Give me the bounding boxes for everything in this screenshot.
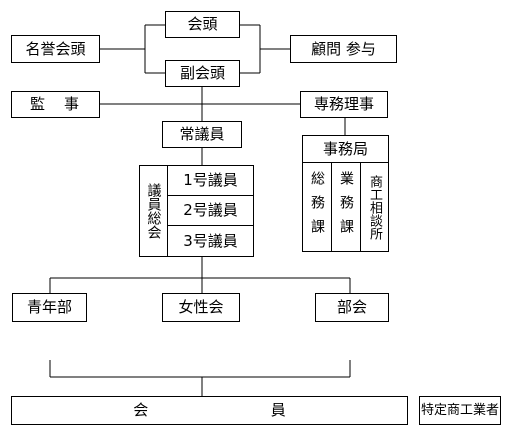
- specified-business-box: 特定商工業者: [419, 396, 501, 425]
- vice-head-box: 副会頭: [165, 60, 240, 87]
- honorary-head-box: 名誉会頭: [11, 35, 100, 63]
- subcommittee-label: 部会: [336, 298, 367, 316]
- members-box: 会 員: [11, 396, 408, 425]
- head-box: 会頭: [165, 11, 240, 38]
- subcommittee-box: 部会: [315, 293, 389, 322]
- consultation-label: 商工相談所: [367, 174, 382, 240]
- honorary-head-label: 名誉会頭: [25, 39, 86, 58]
- member-class-1-label: 1号議員: [183, 171, 238, 189]
- head-label: 会頭: [187, 15, 218, 33]
- general-affairs-section: 総務課: [303, 164, 331, 250]
- women-association-label: 女性会: [178, 298, 224, 316]
- specified-business-label: 特定商工業者: [420, 403, 499, 418]
- standing-members-box: 常議員: [162, 121, 242, 148]
- secretariat-label: 事務局: [322, 139, 368, 158]
- general-assembly-label: 議員総会: [145, 183, 162, 239]
- general-affairs-label: 総務課: [309, 171, 325, 243]
- members-label-left: 会: [133, 401, 149, 419]
- advisors-label: 顧問 参与: [311, 39, 376, 58]
- executive-director-label: 専務理事: [313, 95, 374, 113]
- vice-head-label: 副会頭: [179, 64, 225, 82]
- member-class-2-label: 2号議員: [183, 201, 238, 219]
- youth-division-label: 青年部: [26, 298, 72, 316]
- executive-director-box: 専務理事: [300, 91, 388, 118]
- general-assembly-title: 議員総会: [140, 167, 167, 255]
- standing-members-label: 常議員: [179, 125, 225, 143]
- section-divider: [360, 162, 361, 252]
- member-class-3-label: 3号議員: [183, 231, 238, 250]
- youth-division-box: 青年部: [12, 293, 87, 322]
- member-class-1-box: 1号議員: [167, 165, 254, 196]
- member-class-2-box: 2号議員: [167, 195, 254, 226]
- members-label-right: 員: [270, 401, 286, 419]
- secretariat-box: 事務局: [302, 135, 389, 163]
- women-association-box: 女性会: [162, 293, 240, 322]
- section-divider: [331, 162, 332, 252]
- member-class-3-box: 3号議員: [167, 225, 254, 257]
- advisors-box: 顧問 参与: [290, 35, 397, 63]
- consultation-section: 商工相談所: [361, 164, 388, 250]
- secretariat-sections: [302, 162, 389, 252]
- business-label: 業務課: [338, 171, 354, 243]
- auditor-label: 監 事: [29, 95, 81, 113]
- auditor-box: 監 事: [11, 91, 100, 118]
- business-section: 業務課: [332, 164, 360, 250]
